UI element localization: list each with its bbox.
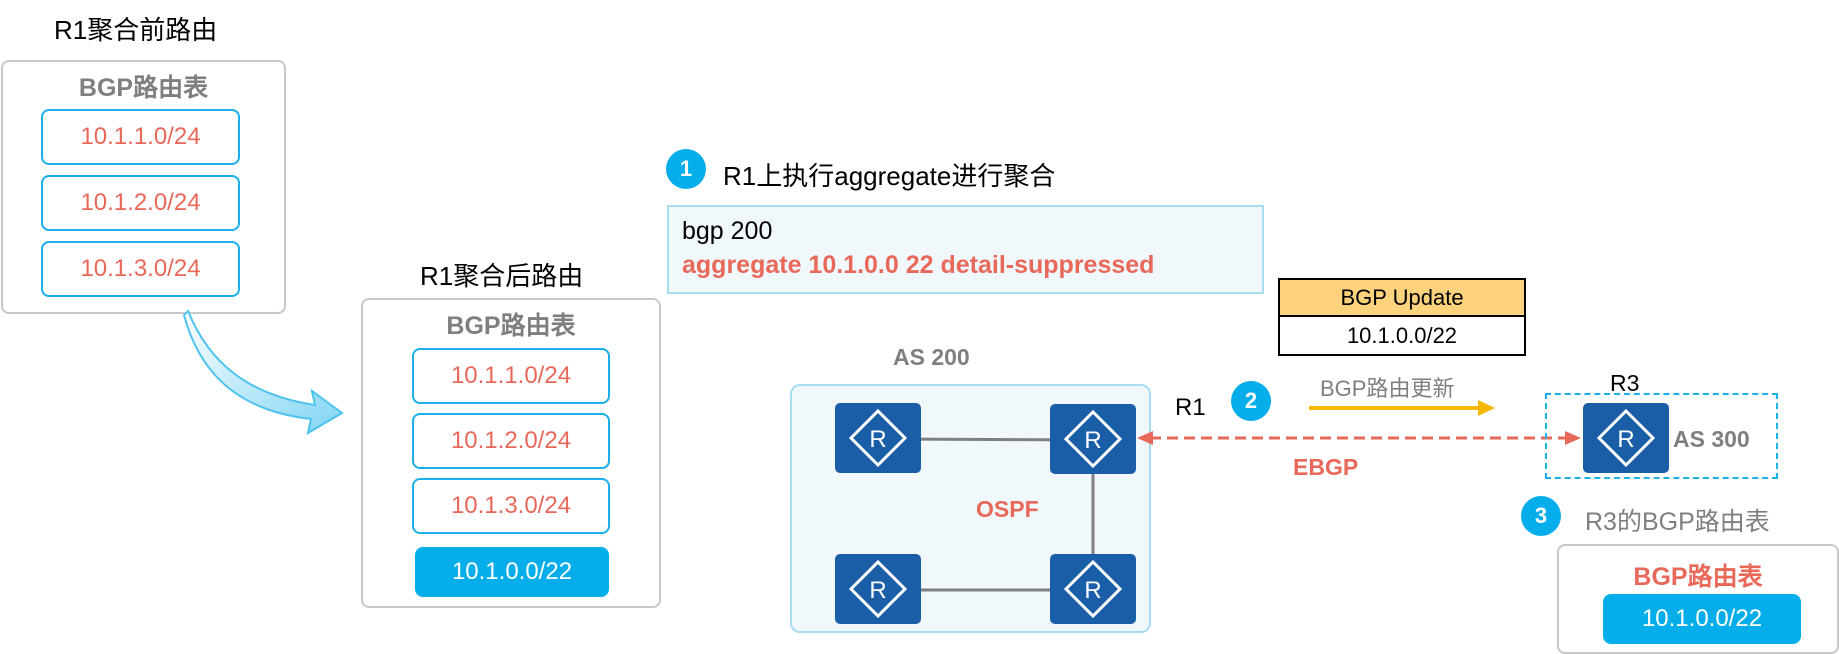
svg-text:R: R xyxy=(1084,427,1101,454)
bgp-update-box: BGP Update 10.1.0.0/22 xyxy=(1278,278,1526,356)
as200-label: AS 200 xyxy=(893,344,970,370)
route-item: 10.1.2.0/24 xyxy=(412,413,610,469)
bgp-table-before: BGP路由表 10.1.1.0/24 10.1.2.0/24 10.1.3.0/… xyxy=(1,60,286,314)
bgp-update-prefix: 10.1.0.0/22 xyxy=(1346,323,1458,348)
route-item: 10.1.3.0/24 xyxy=(41,241,240,297)
r1-label: R1 xyxy=(1175,394,1206,421)
step-3-label: R3的BGP路由表 xyxy=(1585,508,1770,536)
config-command-box: bgp 200 aggregate 10.1.0.0 22 detail-sup… xyxy=(667,205,1264,294)
router-r1-icon: R xyxy=(1050,404,1136,474)
bgp-update-label: BGP路由更新 xyxy=(1320,376,1455,401)
route-item: 10.1.2.0/24 xyxy=(41,175,240,231)
as300-label: AS 300 xyxy=(1673,426,1750,452)
step-1-badge: 1 xyxy=(666,149,706,189)
router-icon: R xyxy=(835,403,921,473)
step-3-badge: 3 xyxy=(1521,496,1561,536)
svg-text:R: R xyxy=(869,577,886,604)
bgp-update-header: BGP Update xyxy=(1280,280,1524,317)
aggregate-route-item: 10.1.0.0/22 xyxy=(1603,594,1801,644)
route-item: 10.1.3.0/24 xyxy=(412,478,610,534)
router-icon: R xyxy=(1050,554,1136,624)
router-icon: R xyxy=(835,554,921,624)
panel-before-title: R1聚合前路由 xyxy=(54,15,218,45)
as300-area xyxy=(1545,393,1778,479)
route-item: 10.1.1.0/24 xyxy=(412,348,610,404)
ebgp-label: EBGP xyxy=(1293,454,1359,480)
config-line-aggregate: aggregate 10.1.0.0 22 detail-suppressed xyxy=(682,251,1155,279)
aggregate-route-item: 10.1.0.0/22 xyxy=(415,547,609,597)
table-title: BGP路由表 xyxy=(446,312,576,340)
router-r3-icon: R xyxy=(1583,403,1669,473)
config-line: bgp 200 xyxy=(682,217,773,245)
svg-text:R: R xyxy=(869,426,886,453)
curved-arrow-icon xyxy=(182,309,344,435)
step-2-badge: 2 xyxy=(1231,381,1271,421)
svg-text:R: R xyxy=(1617,426,1634,453)
bgp-table-after: BGP路由表 10.1.1.0/24 10.1.2.0/24 10.1.3.0/… xyxy=(361,298,661,608)
bgp-table-r3: BGP路由表 10.1.0.0/22 xyxy=(1557,544,1839,654)
step-1-label: R1上执行aggregate进行聚合 xyxy=(723,161,1056,191)
r3-label: R3 xyxy=(1610,370,1640,396)
ospf-label: OSPF xyxy=(976,496,1039,522)
svg-text:R: R xyxy=(1084,577,1101,604)
route-item: 10.1.1.0/24 xyxy=(41,109,240,165)
panel-after-title: R1聚合后路由 xyxy=(420,261,584,291)
table-title: BGP路由表 xyxy=(1633,563,1763,591)
table-title: BGP路由表 xyxy=(78,74,209,102)
